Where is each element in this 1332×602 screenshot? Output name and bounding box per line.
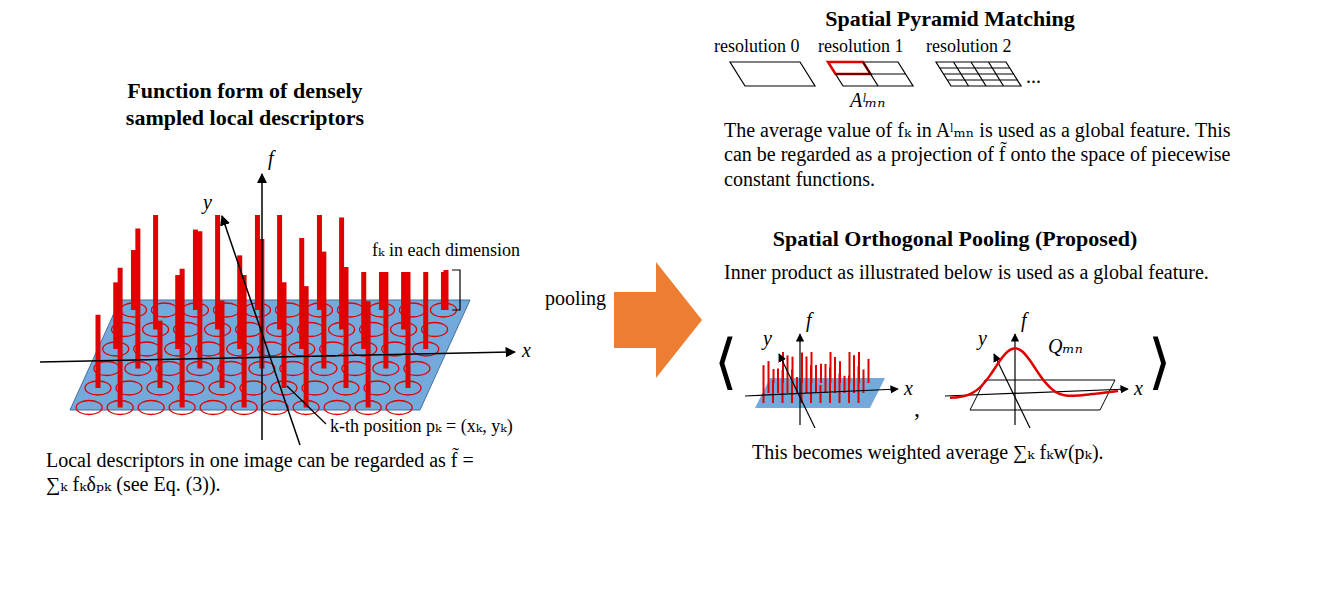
section-heading: Function form of densely sampled local d… [110, 78, 380, 132]
pooling-arrow [614, 262, 702, 378]
y-axis [779, 354, 815, 428]
bracket-symbol: ⟩ [1148, 332, 1171, 392]
function-label: Qₘₙ [1048, 334, 1083, 358]
axis-label: f [806, 308, 812, 332]
x-axis [745, 389, 898, 396]
pyramid-grids [730, 62, 1021, 86]
arrow-label: pooling [545, 286, 606, 310]
section-heading: Spatial Orthogonal Pooling (Proposed) [730, 226, 1180, 253]
separator: , [914, 394, 920, 423]
axis-label: x [522, 338, 531, 362]
cell-label: Aˡₘₙ [850, 88, 885, 112]
bracket-symbol: ⟨ [714, 332, 737, 392]
resolution-label: resolution 2 [926, 36, 1012, 58]
y-axis [222, 216, 300, 445]
description-text: Local descriptors in one image can be re… [46, 448, 486, 497]
f-axis [799, 334, 800, 425]
x-axis [40, 352, 515, 362]
height-bracket [452, 270, 460, 310]
resolution-label: resolution 0 [714, 36, 800, 58]
axis-label: f [1021, 308, 1027, 332]
description-text: This becomes weighted average ∑ₖ fₖw(pₖ)… [752, 440, 1104, 464]
mini-bars [764, 352, 869, 403]
annotation: k-th position pₖ = (xₖ, yₖ) [330, 416, 513, 438]
y-axis [994, 354, 1030, 428]
axis-label: x [904, 376, 913, 400]
axis-label: y [203, 190, 212, 214]
ellipsis: ... [1026, 64, 1041, 88]
section-heading: Spatial Pyramid Matching [750, 6, 1150, 33]
axis-label: y [763, 326, 772, 350]
leader-line [287, 386, 326, 424]
resolution-label: resolution 1 [818, 36, 904, 58]
basis-function-curve [950, 348, 1118, 397]
axis-label: f [268, 146, 274, 170]
annotation: fₖ in each dimension [372, 240, 520, 262]
axis-label: x [1134, 376, 1143, 400]
sample-circles [76, 303, 456, 415]
description-text: Inner product as illustrated below is us… [724, 260, 1254, 284]
description-text: The average value of fₖ in Aˡₘₙ is used … [724, 118, 1254, 191]
f-axis [261, 174, 263, 440]
axis-label: y [978, 326, 987, 350]
